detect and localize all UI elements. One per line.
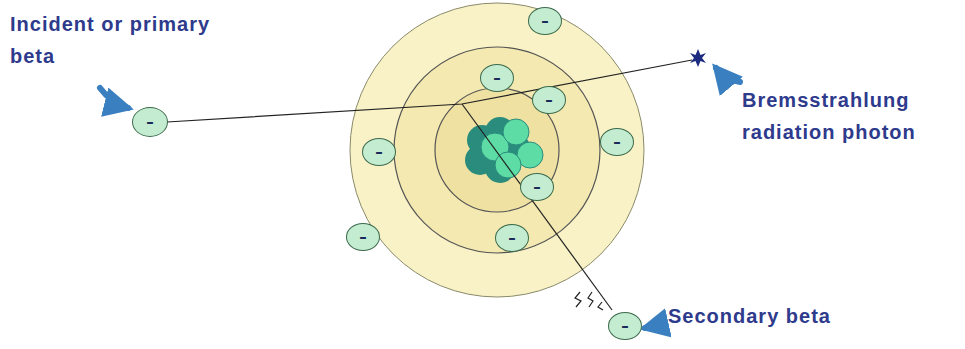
charge-sign: – — [359, 230, 367, 245]
particle-label: Secondary beta — [668, 300, 868, 332]
incident-beta-particle: – — [132, 107, 168, 137]
orbital-electron: – — [532, 86, 566, 114]
charge-sign: – — [508, 231, 516, 246]
charge-sign: – — [375, 145, 383, 160]
orbital-electron: – — [600, 128, 634, 156]
photon-star — [690, 49, 706, 67]
orbital-electron: – — [528, 7, 562, 35]
charge-sign: – — [146, 115, 154, 130]
charge-sign: – — [613, 135, 621, 150]
orbital-electron: – — [480, 64, 514, 92]
electron-shells — [350, 3, 644, 297]
orbital-electron: – — [362, 138, 396, 166]
charge-sign: – — [541, 14, 549, 29]
charge-sign: – — [621, 319, 629, 334]
charge-sign: – — [545, 93, 553, 108]
particle-label: Bremsstrahlung radiation photon — [742, 84, 962, 148]
charge-sign: – — [493, 71, 501, 86]
secondary-beta-particle: – — [608, 312, 642, 340]
orbital-electron: – — [495, 224, 529, 252]
particle-tracks — [167, 60, 692, 310]
orbital-electron: – — [520, 173, 554, 201]
charge-sign: – — [533, 180, 541, 195]
orbital-electron: – — [346, 223, 380, 251]
particle-label: Incident or primary beta — [10, 8, 260, 72]
pointer-arrows — [100, 68, 740, 328]
